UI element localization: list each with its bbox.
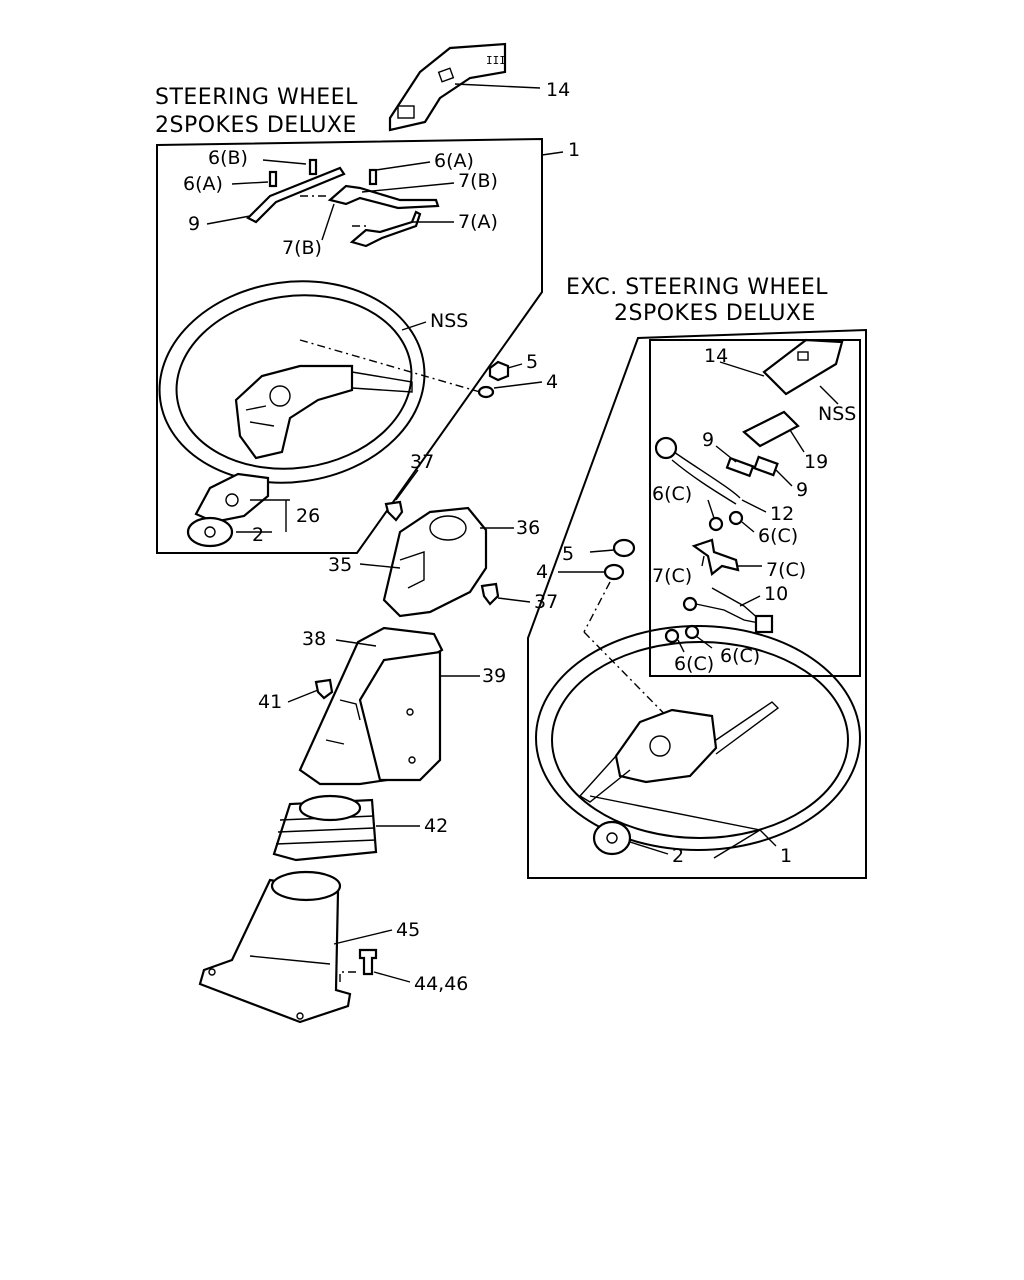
callout-10: 10 bbox=[764, 583, 788, 605]
bracket-19 bbox=[742, 410, 800, 448]
callout-7c-a: 7(C) bbox=[652, 565, 692, 587]
callout-44-46: 44,46 bbox=[414, 973, 468, 995]
harness-exc bbox=[654, 436, 779, 532]
callout-4-left: 4 bbox=[546, 371, 558, 393]
callout-6c-c: 6(C) bbox=[674, 653, 714, 675]
screw-41 bbox=[314, 678, 334, 700]
callout-14-deluxe: 14 bbox=[546, 79, 570, 101]
nut-washer-deluxe bbox=[477, 360, 510, 399]
horn-pad-exc bbox=[762, 338, 844, 396]
horn-contact-deluxe bbox=[186, 472, 270, 548]
exc-outer-frame bbox=[527, 328, 867, 879]
brackets-7c bbox=[691, 538, 740, 576]
callout-6c-a: 6(C) bbox=[652, 483, 692, 505]
wheel-nut-axis-deluxe bbox=[299, 339, 481, 393]
boot-base-45 bbox=[198, 870, 352, 1024]
harness-10 bbox=[682, 587, 774, 634]
callout-45: 45 bbox=[396, 919, 420, 941]
callout-14-exc: 14 bbox=[704, 345, 728, 367]
callout-7a: 7(A) bbox=[458, 211, 498, 233]
callout-4-exc: 4 bbox=[536, 561, 548, 583]
exc-inner-frame bbox=[649, 339, 861, 677]
deluxe-header-line1: STEERING WHEEL bbox=[155, 85, 358, 110]
callout-12: 12 bbox=[770, 503, 794, 525]
callout-6a-top: 6(A) bbox=[434, 150, 474, 172]
callout-26: 26 bbox=[296, 505, 320, 527]
callout-37-top: 37 bbox=[410, 451, 434, 473]
callout-1-deluxe: 1 bbox=[568, 139, 580, 161]
screw-37-mid bbox=[480, 582, 500, 606]
deluxe-panel-frame bbox=[156, 137, 543, 554]
deluxe-header-line2: 2SPOKES DELUXE bbox=[155, 113, 357, 138]
callout-9-exc-a: 9 bbox=[702, 429, 714, 451]
callout-6c-b: 6(C) bbox=[758, 525, 798, 547]
exc-header-line2: 2SPOKES DELUXE bbox=[614, 301, 816, 326]
column-cover-lower bbox=[298, 626, 444, 786]
callout-2-exc: 2 bbox=[672, 845, 684, 867]
horn-contact-exc bbox=[592, 820, 632, 856]
callout-42: 42 bbox=[424, 815, 448, 837]
steering-wheel-exc bbox=[535, 625, 861, 851]
callout-6b: 6(B) bbox=[208, 147, 248, 169]
leader-1-exc bbox=[589, 795, 777, 859]
callout-7c-b: 7(C) bbox=[766, 559, 806, 581]
screws-brackets-deluxe bbox=[246, 158, 440, 248]
callout-35: 35 bbox=[328, 554, 352, 576]
bolt-44-46 bbox=[358, 948, 378, 976]
callout-7b-bottom: 7(B) bbox=[282, 237, 322, 259]
callout-5-exc: 5 bbox=[562, 543, 574, 565]
callout-6a-left: 6(A) bbox=[183, 173, 223, 195]
horn-pad-deluxe: III bbox=[388, 42, 507, 132]
leader-14-deluxe bbox=[454, 83, 541, 89]
callout-39: 39 bbox=[482, 665, 506, 687]
callout-38: 38 bbox=[302, 628, 326, 650]
callout-9-exc-b: 9 bbox=[796, 479, 808, 501]
callout-41: 41 bbox=[258, 691, 282, 713]
callout-5-left: 5 bbox=[526, 351, 538, 373]
callout-7b-right: 7(B) bbox=[458, 170, 498, 192]
nut-washer-exc bbox=[603, 538, 636, 581]
callout-1-exc: 1 bbox=[780, 845, 792, 867]
screw-37-top bbox=[384, 500, 404, 522]
callout-9-left: 9 bbox=[188, 213, 200, 235]
callout-nss-exc: NSS bbox=[818, 403, 856, 425]
svg-text:III: III bbox=[486, 54, 506, 67]
dust-boot-42 bbox=[272, 794, 378, 862]
callout-19: 19 bbox=[804, 451, 828, 473]
column-cover-upper bbox=[382, 506, 488, 618]
exc-header-line1: EXC. STEERING WHEEL bbox=[566, 275, 828, 300]
callout-nss-left: NSS bbox=[430, 310, 468, 332]
callout-2-left: 2 bbox=[252, 524, 264, 546]
callout-36: 36 bbox=[516, 517, 540, 539]
callout-6c-d: 6(C) bbox=[720, 645, 760, 667]
steering-wheel-deluxe bbox=[158, 280, 426, 484]
